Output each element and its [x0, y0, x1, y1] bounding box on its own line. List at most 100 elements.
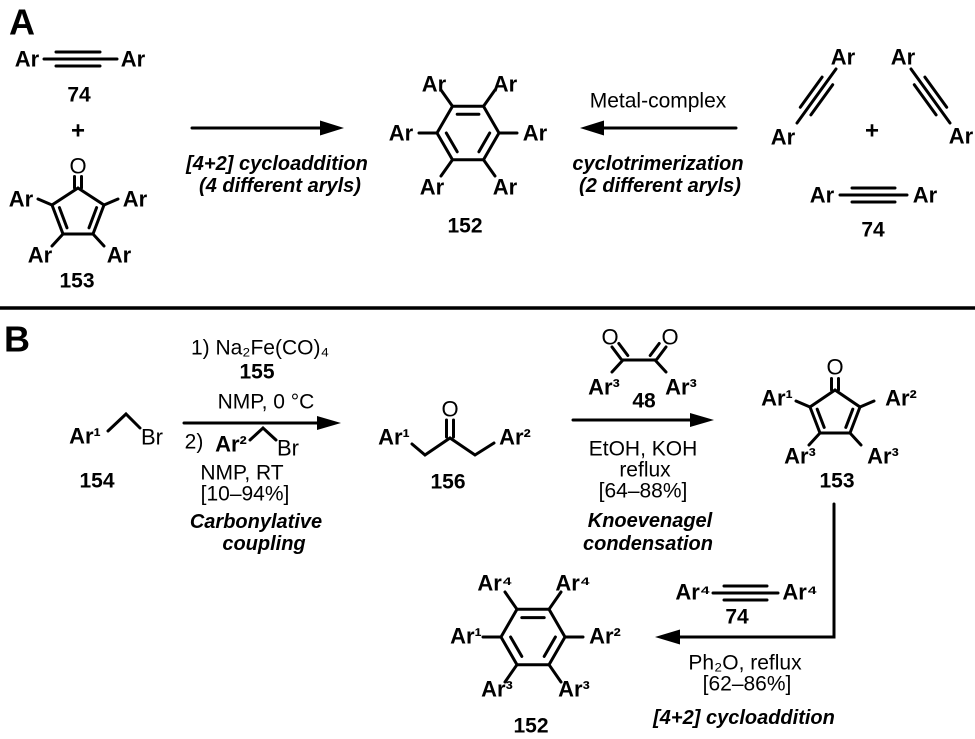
- bond-line: [848, 431, 863, 447]
- ar4-label: Ar⁴: [675, 580, 710, 605]
- ar-label: Ar: [493, 72, 518, 97]
- bond-line: [102, 197, 120, 207]
- ring-bonds: [808, 388, 862, 435]
- bond-line: [439, 88, 454, 108]
- compound-number: 153: [819, 470, 854, 493]
- double-bond-inner: [444, 131, 459, 154]
- ar2-label: Ar²: [499, 425, 531, 450]
- bromide-154-structure: Ar¹ Br 154: [69, 411, 163, 493]
- oxygen-label: O: [601, 325, 618, 350]
- bond-line: [482, 88, 497, 108]
- ring-bonds: [50, 186, 106, 236]
- arrow-shaft: [676, 502, 836, 639]
- ar-label: Ar: [123, 187, 148, 212]
- ar3-label: Ar³: [481, 677, 513, 702]
- compound-number: 152: [447, 215, 482, 238]
- diketone-48-structure: O O Ar³ Ar³ 48: [588, 325, 697, 413]
- ar4-label: Ar⁴: [477, 571, 512, 596]
- hexaarylbenzene-152-structure: Ar Ar Ar Ar Ar Ar 152: [389, 72, 548, 238]
- cycloaddition-arrow: [4+2] cycloaddition (4 different aryls): [185, 120, 368, 197]
- arrow-head: [317, 416, 341, 430]
- arrow-head: [655, 629, 680, 645]
- ar2-label: Ar²: [885, 386, 917, 411]
- ar2-label: Ar²: [589, 624, 621, 649]
- br-label: Br: [141, 425, 163, 450]
- ar-label: Ar: [891, 45, 916, 70]
- bond-line: [547, 663, 563, 684]
- oxygen-label: O: [826, 355, 843, 380]
- double-bond-inner: [87, 206, 99, 230]
- carbonyl-double-bond: [648, 342, 661, 357]
- arrow-caption: (4 different aryls): [199, 175, 361, 197]
- bond-line: [248, 425, 278, 442]
- ar-label: Ar: [810, 183, 835, 208]
- double-bond-inner: [509, 635, 524, 658]
- ar-label: Ar: [949, 124, 974, 149]
- bond-line: [36, 197, 54, 207]
- alkyne-74-ar4-structure: Ar⁴ Ar⁴ 74: [675, 580, 817, 629]
- bond-line: [106, 411, 142, 433]
- bond-line: [50, 232, 65, 248]
- double-bond-inner: [542, 635, 557, 658]
- triple-bond-line: [923, 75, 949, 109]
- bond-line: [909, 67, 952, 125]
- carbonyl-double-bond: [610, 345, 623, 361]
- compound-number: 74: [725, 606, 749, 629]
- bond-line: [794, 399, 812, 409]
- ar-label: Ar: [913, 183, 938, 208]
- ar3-label: Ar³: [588, 375, 620, 400]
- bond-line: [653, 358, 668, 374]
- ar-label: Ar: [422, 72, 447, 97]
- ar3-label: Ar³: [665, 375, 697, 400]
- ar-label: Ar: [420, 175, 445, 200]
- double-bond-inner: [815, 407, 826, 429]
- br-label: Br: [277, 436, 299, 461]
- ar-label: Ar: [389, 121, 414, 146]
- arrow-yield: [62–86%]: [703, 673, 792, 696]
- bond-line: [807, 431, 822, 447]
- ar3-label: Ar³: [867, 444, 899, 469]
- carbonylation-arrow: 1) Na₂Fe(CO)₄ 155 NMP, 0 °C 2) Ar² Br NM…: [182, 337, 341, 555]
- ar-label: Ar: [523, 121, 548, 146]
- panel-b: B Ar¹ Br 154 1) Na₂Fe(CO)₄ 155 NMP, 0 °C…: [4, 319, 917, 738]
- ar-label: Ar: [831, 45, 856, 70]
- compound-number: 74: [861, 219, 885, 242]
- bond-line: [858, 399, 876, 409]
- ar4-label: Ar⁴: [555, 571, 590, 596]
- arrow-reagent: 1) Na₂Fe(CO)₄: [191, 337, 329, 360]
- ar-label: Ar: [771, 125, 796, 150]
- bond-line: [91, 232, 106, 248]
- arrow-yield: [10–94%]: [201, 483, 290, 506]
- arrow-reagent: Metal-complex: [590, 90, 727, 113]
- arrow-conditions: reflux: [619, 459, 671, 482]
- triple-bond-line: [798, 75, 824, 109]
- carbonyl-double-bond: [655, 345, 668, 361]
- panel-a: A Ar Ar 74 + O Ar Ar Ar Ar 153: [9, 2, 974, 293]
- ar1-label: Ar¹: [450, 624, 482, 649]
- compound-number: 152: [513, 715, 548, 738]
- carbonyl-double-bond: [617, 342, 630, 357]
- bond-line: [795, 67, 838, 125]
- ar1-label: Ar¹: [378, 425, 410, 450]
- ar1-label: Ar¹: [761, 386, 793, 411]
- arrow-caption: [4+2] cycloaddition: [185, 153, 368, 175]
- double-bond-inner: [57, 206, 69, 230]
- bond-line: [547, 590, 563, 611]
- step-number: 2): [185, 431, 204, 454]
- arrow-caption: Knoevenagel: [588, 510, 713, 532]
- final-cycloaddition-arrow: Ar⁴ Ar⁴ 74 Ph₂O, reflux [62–86%] [4+2] c…: [652, 502, 836, 729]
- triple-bond-line: [809, 83, 835, 117]
- cyclopentadienone-153-colored-structure: O Ar¹ Ar² Ar³ Ar³ 153: [761, 355, 917, 493]
- panel-a-label: A: [9, 2, 35, 43]
- arrow-caption: (2 different aryls): [579, 175, 741, 197]
- ar3-label: Ar³: [558, 677, 590, 702]
- cyclopentadienone-153-structure: O Ar Ar Ar Ar 153: [9, 154, 148, 293]
- panel-b-label: B: [4, 319, 30, 360]
- compound-number: 155: [239, 361, 274, 384]
- ar-label: Ar: [493, 175, 518, 200]
- bond-line: [439, 158, 454, 178]
- arrow-caption: [4+2] cycloaddition: [652, 707, 835, 729]
- ketone-156-structure: O Ar¹ Ar² 156: [378, 397, 531, 494]
- compound-number: 74: [67, 84, 91, 107]
